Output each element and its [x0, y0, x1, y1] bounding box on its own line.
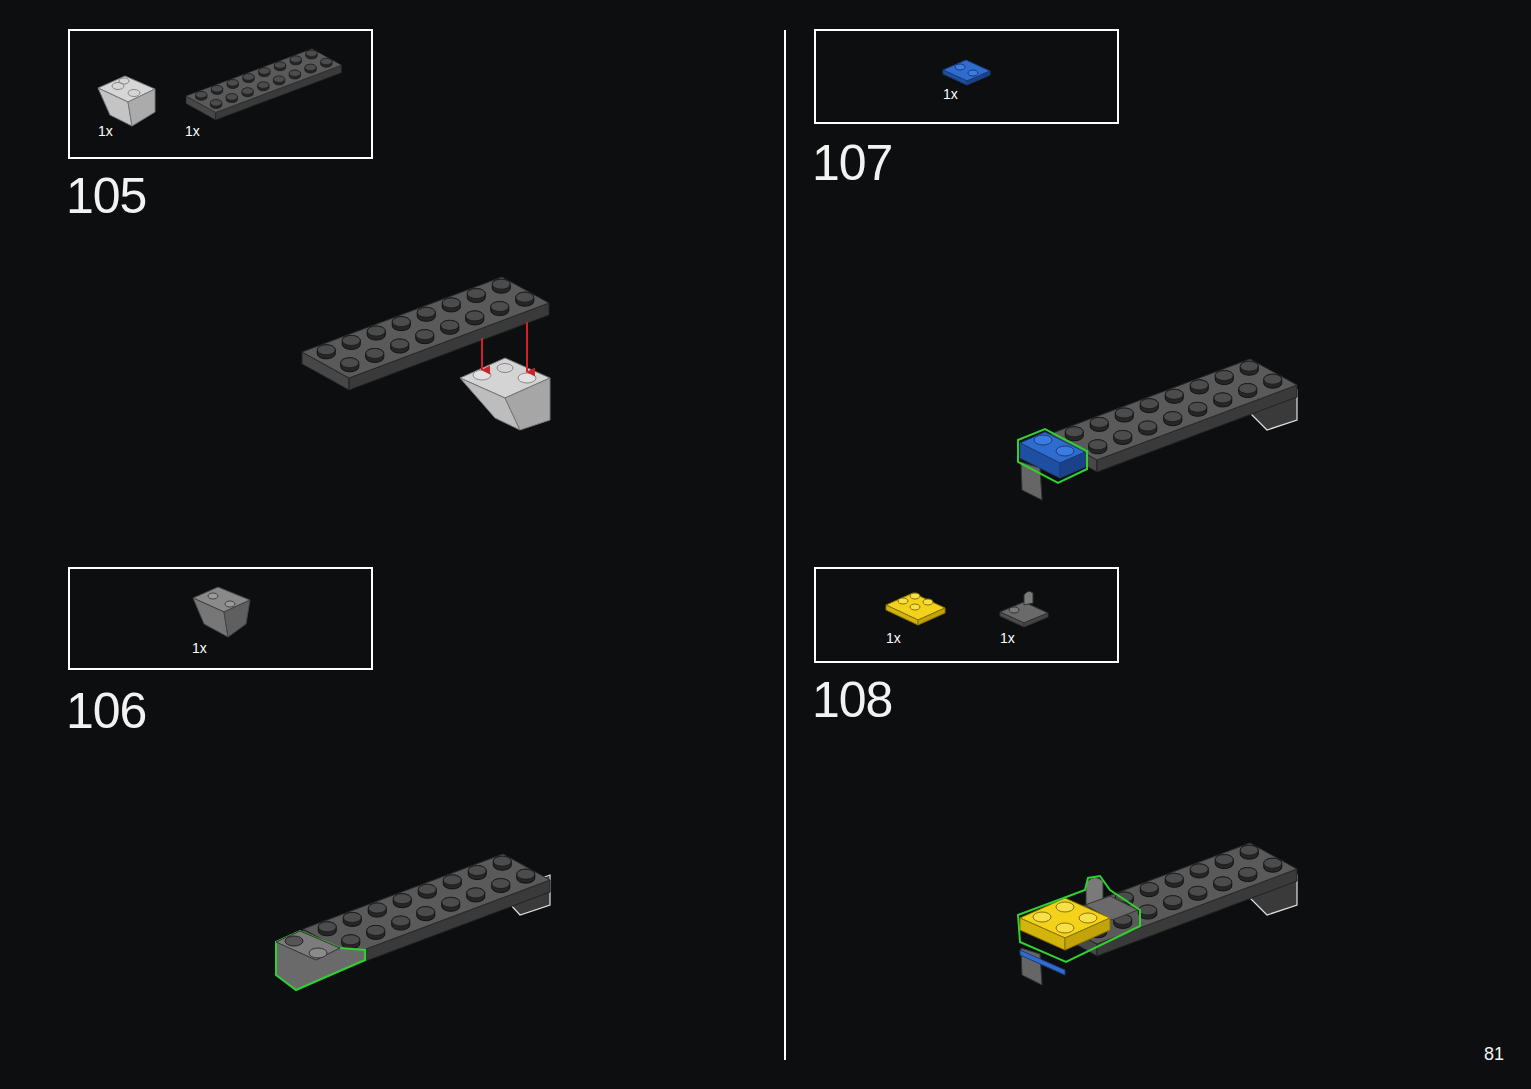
step-number: 108: [812, 675, 892, 725]
parts-callout-box: 1x 1x: [68, 29, 373, 159]
part-quantity: 1x: [943, 86, 958, 102]
part-quantity: 1x: [192, 640, 207, 656]
step-number: 107: [812, 138, 892, 188]
step-number: 105: [66, 171, 146, 221]
part-quantity: 1x: [886, 630, 901, 646]
part-quantity: 1x: [1000, 630, 1015, 646]
parts-callout-box: 1x 1x: [814, 567, 1119, 663]
page-number: 81: [1484, 1044, 1504, 1064]
part-quantity: 1x: [185, 123, 200, 139]
part-quantity: 1x: [98, 123, 113, 139]
parts-callout-box: 1x: [814, 29, 1119, 124]
parts-callout-box: 1x: [68, 567, 373, 670]
step-number: 106: [66, 686, 146, 736]
